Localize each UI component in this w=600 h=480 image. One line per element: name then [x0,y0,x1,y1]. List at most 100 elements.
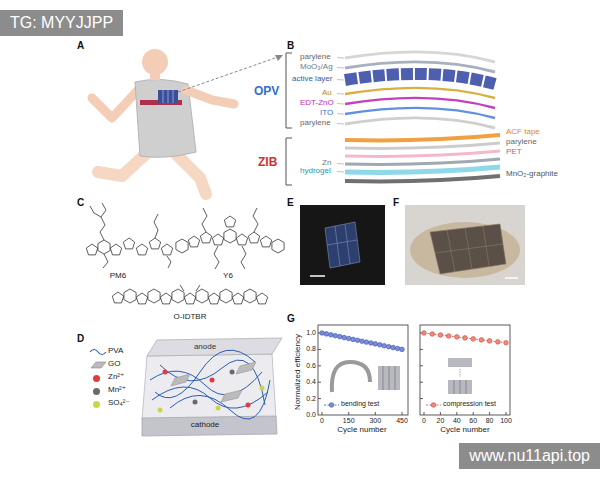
layer-label: ITO [320,108,333,117]
tick-label: 0 [422,417,426,424]
legend-text: bending test [341,400,379,407]
molecule-name: PM6 [110,271,126,280]
data-series [351,337,356,342]
chemical-structure [112,292,123,303]
layer-label: ACF tape [506,128,540,137]
leader-line [337,171,344,173]
plot-inset [383,366,384,390]
tick-label: 0.8 [306,346,316,353]
panel-letter: A [77,40,84,51]
data-series [373,342,378,347]
leader-line [337,58,344,173]
leader-line [337,79,344,81]
chemical-structure [110,244,121,255]
chemical-structure [136,293,147,304]
hydrogel-illustration [142,354,276,420]
layer-label: active layer [292,74,332,83]
zib-layer-stack [345,167,500,172]
panel-letter: C [77,197,84,208]
data-series [320,331,405,352]
leader-line [337,67,344,69]
legend-swatch [93,388,100,395]
layer-label: ITO [320,109,333,118]
tick-label: 0.2 [306,395,316,402]
axis-title: Cycle number [337,426,386,435]
leader-line [337,57,344,59]
chemical-structure [236,234,247,245]
data-series [479,338,484,343]
watermark-text: www.nu11api.top [469,447,590,465]
legend-text: SO₄²⁻ [108,398,130,407]
layer-label: parylene [300,52,331,61]
tick-label: 450 [396,417,408,425]
plot-axes [420,365,423,366]
plot-inset [460,380,461,394]
molecule-name: Y6 [223,272,233,281]
hydrogel-illustration [221,390,242,402]
chemical-structure [167,256,171,268]
component-label: OPV [254,85,279,98]
photo [310,275,325,277]
data-series [504,341,509,346]
chemical-structure [241,246,246,269]
tick-label: 0 [320,417,324,425]
axis-title: Cycle number [440,425,489,434]
plot-inset [395,366,396,390]
hydrogel-illustration [158,408,163,413]
layer-label: hydrogel [300,166,331,175]
hydrogel-illustration [230,370,235,375]
tick-label: 80 [486,417,494,425]
chemical-structure [90,203,171,268]
runner-figure [163,90,164,103]
photo [405,205,525,285]
panel-letter: B [287,40,294,51]
panel-letter: D [77,333,84,344]
hydrogel-illustration [236,362,256,374]
panel-letter: F [393,197,399,208]
zib-layer-stack [345,135,500,140]
plot-axes [402,412,403,415]
panel-letter: G [287,313,295,324]
chemical-structure [176,239,188,253]
runner-figure [142,49,168,75]
layer-label: parylene [506,138,537,147]
hydrogel-illustration [246,403,251,408]
leader-line [337,123,344,125]
zib-layer-stack [345,135,500,181]
zib-layer-stack [345,159,500,164]
runner-figure [92,49,283,194]
panel-letter: C [77,197,84,208]
layer-label: parylene [300,119,331,128]
opv-layer-stack [345,88,495,98]
tick-label: 150 [343,417,355,425]
chemical-structure [196,289,208,303]
bracket [286,53,292,185]
hydrogel-illustration [150,350,270,419]
hydrogel-illustration [216,406,221,411]
hydrogel-illustration [147,338,282,356]
chemical-structure [272,239,284,253]
tick-label: 1.0 [306,329,316,336]
photo [505,277,518,279]
plot-axes [420,325,510,415]
plot-axes [420,382,423,383]
tick-label: 20 [436,417,444,424]
photo [300,205,385,285]
zib-layer-stack [345,176,500,181]
legend-sample [90,350,106,355]
data-series [322,333,402,349]
plot-axes [424,412,425,415]
tick-label: 0.8 [306,346,316,354]
tick-label: 1.0 [306,329,316,337]
chemical-structure [224,229,236,243]
panel-letter: B [287,40,294,51]
chemical-structure [248,232,259,243]
data-series [333,333,338,338]
runner-figure [275,55,283,61]
plot-axes [420,349,423,350]
plot-axes [489,412,490,415]
runner-figure [186,90,234,104]
data-series [338,334,343,339]
legend-sample [91,362,106,368]
tick-label: 60 [469,417,477,425]
